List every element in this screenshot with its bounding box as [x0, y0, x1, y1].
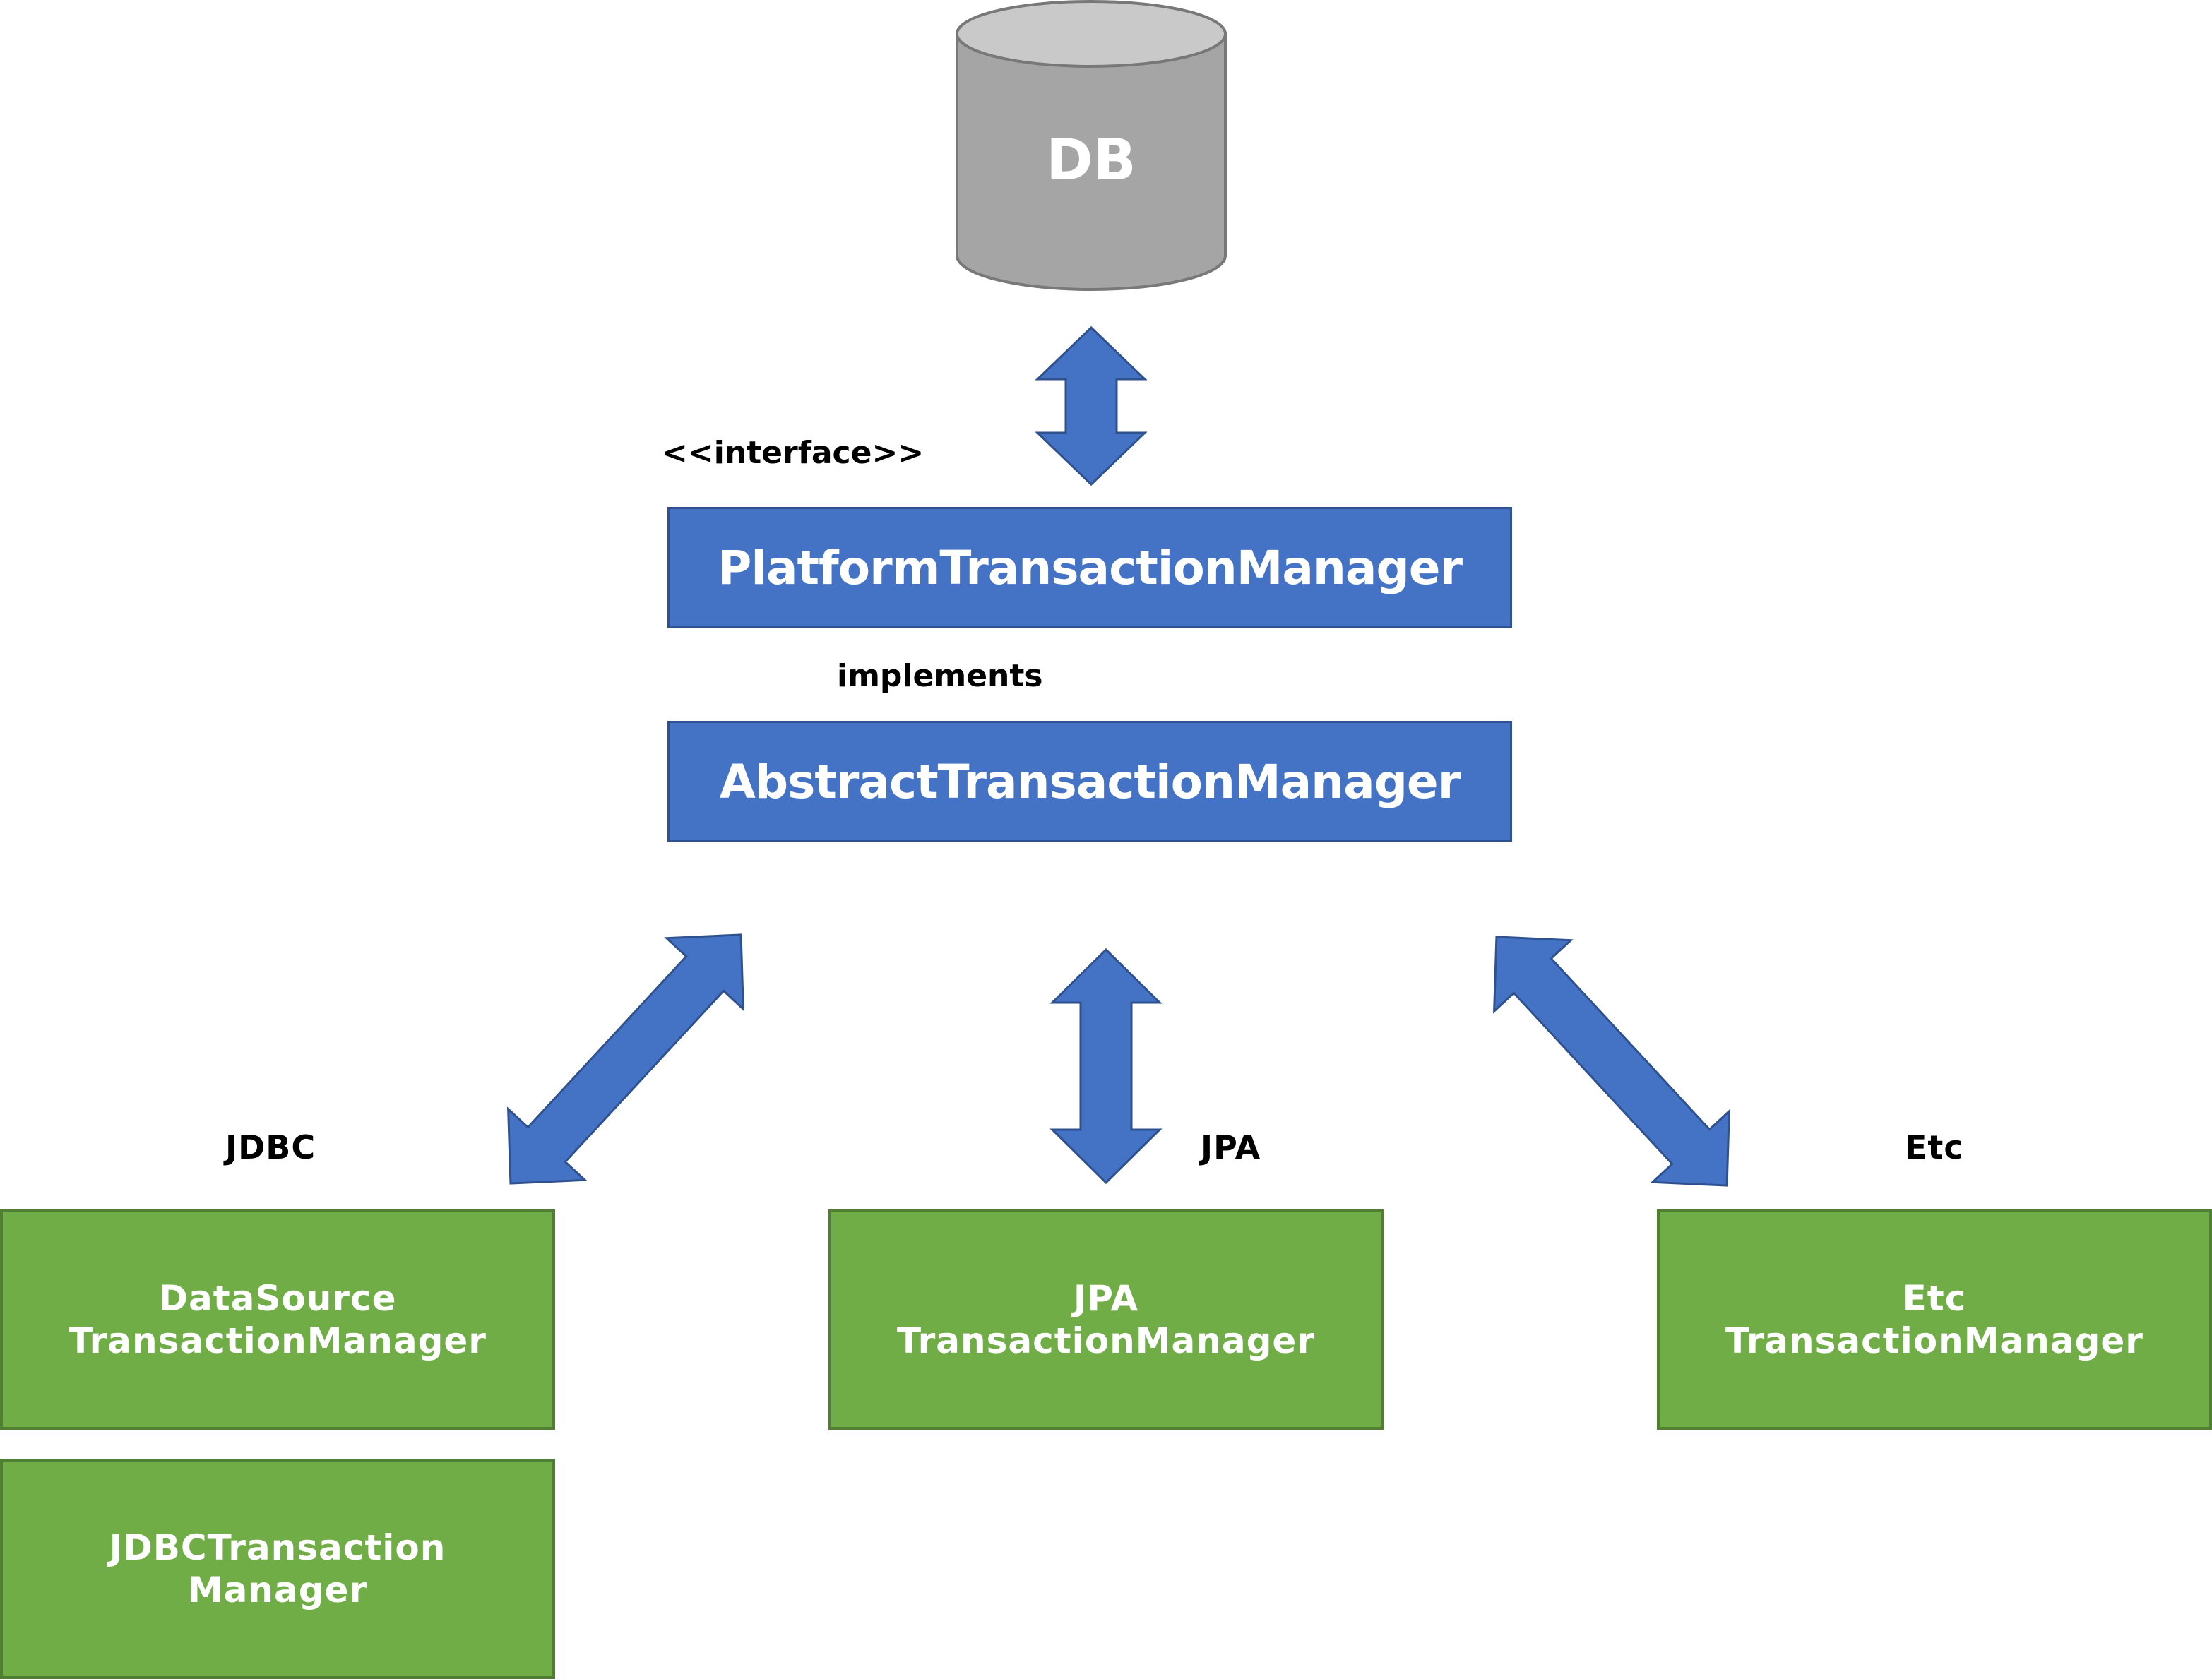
interface-stereotype-label: <<interface>> — [662, 435, 924, 471]
arrow-abstract-jdbc — [506, 933, 745, 1185]
etc-transaction-manager-line2: TransactionManager — [1725, 1320, 2143, 1361]
etc-transaction-manager-box: Etc TransactionManager — [1657, 1209, 2212, 1430]
db-cylinder-top — [956, 0, 1227, 68]
db-cylinder-body — [956, 32, 1227, 291]
db-label: DB — [1046, 127, 1136, 193]
platform-transaction-manager-label: PlatformTransactionManager — [717, 540, 1463, 595]
platform-transaction-manager-box: PlatformTransactionManager — [667, 507, 1512, 628]
jpa-transaction-manager-box: JPA TransactionManager — [828, 1209, 1384, 1430]
etc-transaction-manager-line1: Etc — [1902, 1278, 1967, 1319]
jdbc-group-label: JDBC — [225, 1128, 316, 1166]
db-cylinder — [956, 0, 1227, 291]
jpa-transaction-manager-line2: TransactionManager — [897, 1320, 1315, 1361]
jdbc-transaction-manager-line1: JDBCTransaction — [109, 1527, 446, 1568]
datasource-transaction-manager-line1: DataSource — [158, 1278, 397, 1319]
arrow-db-platform — [1035, 325, 1148, 486]
implements-label: implements — [837, 658, 1043, 694]
abstract-transaction-manager-label: AbstractTransactionManager — [719, 754, 1461, 809]
jdbc-transaction-manager-box: JDBCTransaction Manager — [0, 1459, 555, 1679]
jdbc-transaction-manager-line2: Manager — [187, 1570, 368, 1611]
datasource-transaction-manager-box: DataSource TransactionManager — [0, 1209, 555, 1430]
etc-group-label: Etc — [1905, 1128, 1964, 1166]
abstract-transaction-manager-box: AbstractTransactionManager — [667, 721, 1512, 842]
arrow-abstract-jpa — [1049, 948, 1163, 1185]
arrow-abstract-etc — [1492, 936, 1731, 1187]
jpa-group-label: JPA — [1201, 1128, 1261, 1166]
datasource-transaction-manager-line2: TransactionManager — [69, 1320, 487, 1361]
jpa-transaction-manager-line1: JPA — [1073, 1278, 1139, 1319]
